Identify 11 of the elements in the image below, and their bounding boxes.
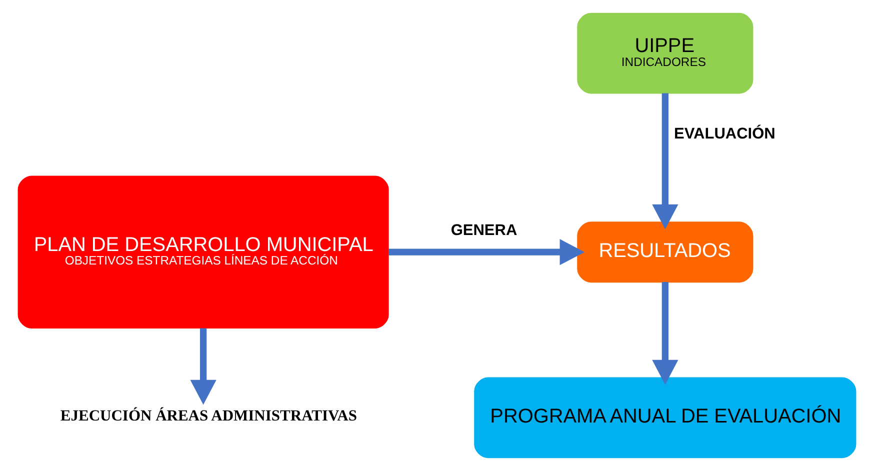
node-box: UIPPE INDICADORES — [577, 12, 754, 94]
node-box: PROGRAMA ANUAL DE EVALUACIÓN — [474, 376, 856, 458]
node-box: RESULTADOS — [577, 221, 754, 282]
edge-label: EVALUACIÓN — [674, 124, 776, 142]
arrow — [190, 328, 216, 404]
edge-label: GENERA — [450, 222, 518, 239]
node-text: EJECUCIÓN ÁREAS ADMINISTRATIVAS — [60, 407, 357, 424]
arrow — [652, 282, 678, 384]
arrow — [388, 238, 585, 265]
node-box: PLAN DE DESARROLLO MUNICIPAL OBJETIVOS ESTRATEGIAS LÍNEAS DE ACCIÓN — [18, 175, 389, 328]
arrow — [652, 92, 678, 229]
